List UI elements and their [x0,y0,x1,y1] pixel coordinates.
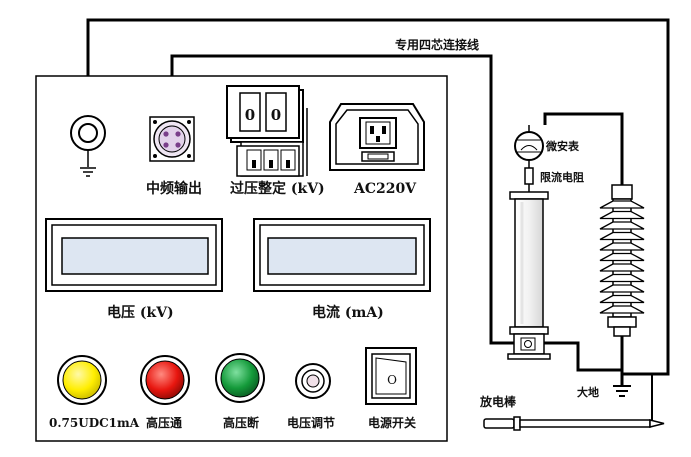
insulator-shed [599,305,645,314]
insulator-shed [599,200,645,209]
dip-digit-1: 0 [245,106,255,124]
button-hv-off[interactable] [215,353,265,403]
power-switch[interactable]: O [365,347,417,405]
discharge-rod-icon [483,416,665,431]
insulator-shed [599,231,645,241]
button-hv-on[interactable] [140,355,190,405]
voltage-meter [45,218,223,292]
voltage-adjust-knob[interactable] [295,363,331,399]
tube-ground-wire [541,341,622,372]
insulator-shed [599,221,645,230]
microammeter-label: 微安表 [545,139,580,153]
current-meter-label: 电流 (mA) [312,304,384,321]
current-meter [253,218,431,292]
overvoltage-dip-switch[interactable]: 0 0 [226,85,308,177]
limiting-resistor-icon [524,167,534,192]
mid-freq-output-socket[interactable] [149,116,195,162]
button-075udc1ma-label: 0.75UDC1mA [49,416,140,430]
power-switch-symbol: O [387,373,397,387]
ac-power-socket[interactable] [329,103,425,171]
voltage-adjust-label: 电压调节 [287,415,335,430]
button-hv-on-label: 高压通 [146,415,182,430]
earth-ground-icon [613,385,631,397]
insulator-shed [599,263,645,272]
cable-label: 专用四芯连接线 [395,37,479,52]
limiting-resistor-label: 限流电阻 [540,170,584,184]
insulator-shed [599,294,645,304]
discharge-rod-label: 放电棒 [479,394,517,409]
voltage-meter-screen [61,237,209,275]
insulator-stack [599,184,645,337]
meter-insulator-wire [543,112,624,185]
earth-ground-label: 大地 [577,385,599,399]
voltage-meter-label: 电压 (kV) [107,304,174,321]
power-switch-label: 电源开关 [368,415,416,430]
current-meter-screen [267,237,417,275]
insulator-shed [599,210,645,220]
insulator-shed [599,273,645,283]
overvoltage-setting-label: 过压整定 (kV) [230,180,325,197]
button-hv-off-label: 高压断 [223,415,259,430]
ground-symbol-icon [80,167,96,177]
button-075udc1ma[interactable] [57,355,107,405]
mid-freq-output-label: 中频输出 [146,180,202,197]
microammeter-icon [514,125,544,168]
insulator-shed [599,284,645,293]
ac-input-label: AC220V [353,181,417,197]
insulator-shed [599,252,645,262]
dip-digit-2: 0 [271,106,281,124]
insulator-shed [599,242,645,251]
hv-generator-tube [507,191,551,360]
ground-terminal[interactable] [70,115,106,177]
